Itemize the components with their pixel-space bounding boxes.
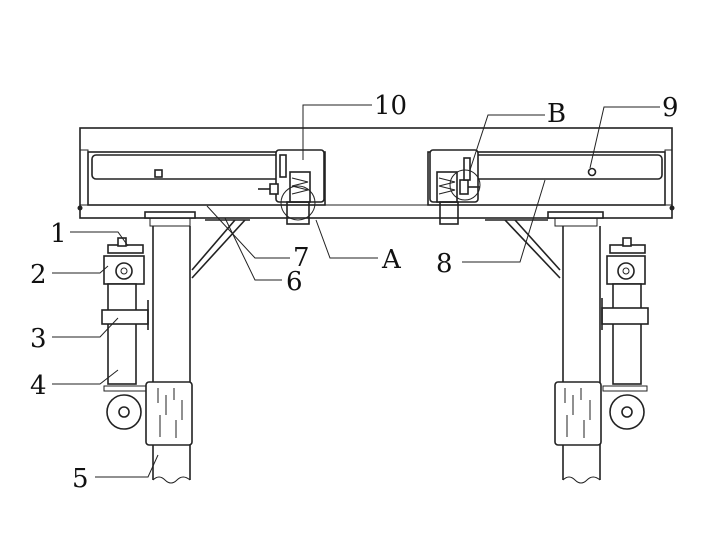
label-1: 1 xyxy=(50,219,67,249)
label-8: 8 xyxy=(436,249,453,279)
leader-lines xyxy=(52,104,660,478)
detail-circle-A xyxy=(280,185,316,221)
reference-labels: 10 B 9 1 2 3 4 5 6 7 A 8 xyxy=(30,91,679,494)
label-6: 6 xyxy=(286,267,303,297)
right-leg-assembly xyxy=(485,211,649,484)
label-9: 9 xyxy=(662,93,679,123)
label-7: 7 xyxy=(293,243,310,273)
label-2: 2 xyxy=(30,260,47,290)
table-top xyxy=(77,127,675,225)
caster-wheel-left xyxy=(106,394,142,430)
label-5: 5 xyxy=(72,464,89,494)
lock-pin-left xyxy=(286,201,310,225)
label-B: B xyxy=(547,99,566,129)
label-4: 4 xyxy=(30,371,47,401)
label-3: 3 xyxy=(30,324,47,354)
caster-wheel-right xyxy=(609,394,645,430)
foot-block-left xyxy=(145,381,193,446)
label-A: A xyxy=(381,245,402,275)
foot-block-right xyxy=(554,381,602,446)
left-leg-assembly xyxy=(101,211,250,484)
label-10: 10 xyxy=(374,91,407,121)
lock-pin-right xyxy=(439,201,459,225)
detail-circle-B xyxy=(449,169,481,201)
